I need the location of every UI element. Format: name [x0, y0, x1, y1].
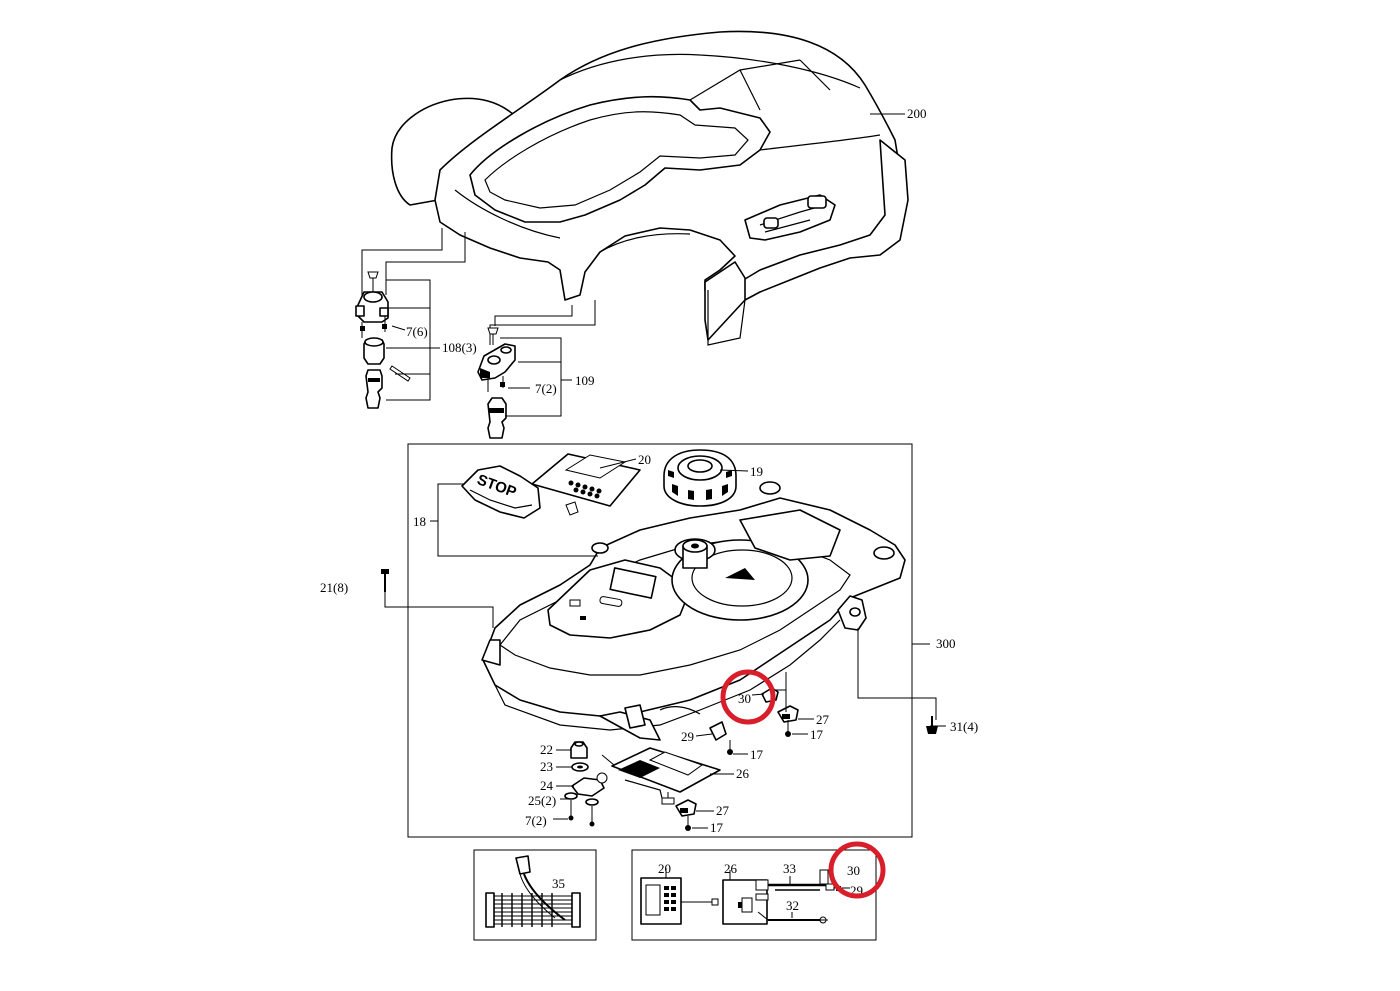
callout-23: 23 — [540, 759, 553, 774]
callout-7-2-upper: 7(2) — [535, 381, 557, 396]
callout-30-body: 30 — [738, 691, 751, 706]
cable-inset-frame — [473, 849, 597, 941]
callout-18: 18 — [413, 514, 426, 529]
callout-27-lower: 27 — [716, 803, 730, 818]
chassis-body-part — [481, 481, 906, 741]
callout-30-wiring: 30 — [847, 863, 860, 878]
stop-decal-part: STOP — [461, 465, 541, 519]
top-cover-part — [390, 30, 909, 346]
callout-17-middle: 17 — [750, 747, 764, 762]
wiring-schematic — [640, 868, 850, 925]
screw-21-part — [381, 569, 389, 592]
connector-27-lower-part — [661, 792, 714, 831]
callout-109: 109 — [575, 373, 595, 388]
connector-27-upper-part — [774, 672, 814, 737]
wiring-inset-frame — [631, 849, 877, 941]
screw-31-part — [926, 716, 938, 734]
callout-33: 33 — [783, 861, 796, 876]
mount-assembly-108 — [355, 271, 440, 409]
callout-20-keypad-decal: 20 — [638, 452, 651, 467]
height-knob-part — [663, 449, 737, 507]
callout-26-wiring: 26 — [724, 861, 738, 876]
wheel-stack-part — [553, 741, 608, 827]
callout-17-lower: 17 — [710, 820, 724, 835]
keypad-buttons-icon — [568, 480, 602, 499]
callout-20-wiring: 20 — [658, 861, 671, 876]
callout-7-2-lower: 7(2) — [525, 813, 547, 828]
callout-31-4: 31(4) — [950, 719, 978, 734]
callout-26-body: 26 — [736, 766, 750, 781]
keypad-decal-part — [531, 453, 641, 516]
callout-35: 35 — [552, 876, 565, 891]
callout-200: 200 — [907, 106, 927, 121]
pcb-26-part — [601, 747, 734, 799]
body-assembly-frame — [407, 443, 913, 838]
callout-27-upper: 27 — [816, 712, 830, 727]
callout-labels: 200 7(6) 108(3) 7(2) 109 20 19 18 21(8) … — [320, 106, 978, 913]
body-leader-lines — [384, 458, 946, 727]
highlight-circle-body-30 — [720, 669, 776, 725]
callout-17-upper: 17 — [810, 727, 824, 742]
cable-35-part — [485, 855, 581, 928]
callout-7-6: 7(6) — [406, 324, 428, 339]
callout-21-8: 21(8) — [320, 580, 348, 595]
callout-22: 22 — [540, 742, 553, 757]
highlight-circle-wiring-30 — [828, 841, 886, 899]
callout-29: 29 — [681, 729, 694, 744]
callout-108-3: 108(3) — [442, 340, 477, 355]
callout-24: 24 — [540, 778, 554, 793]
callout-300: 300 — [936, 636, 956, 651]
callout-19: 19 — [750, 464, 763, 479]
cover-29-part — [695, 721, 748, 755]
callout-32: 32 — [786, 898, 799, 913]
cover-leader-lines — [361, 113, 905, 345]
callout-25-2: 25(2) — [528, 793, 556, 808]
mount-assembly-109 — [477, 327, 572, 439]
